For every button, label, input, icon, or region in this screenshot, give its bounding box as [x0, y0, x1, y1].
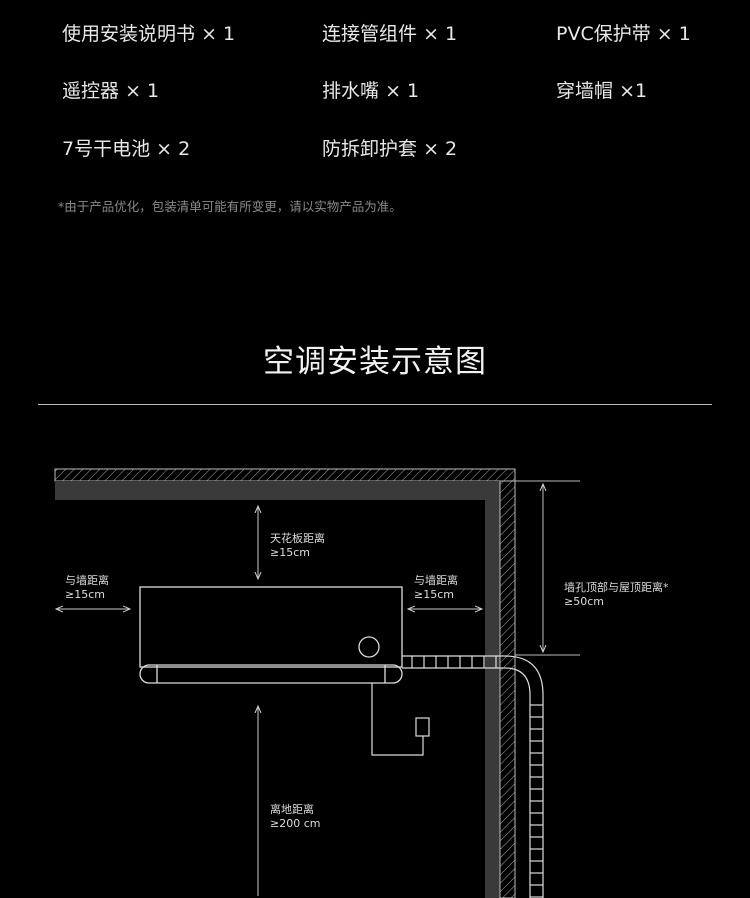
hole-dimension-line — [515, 480, 580, 656]
list-item: 排水嘴 × 1 — [322, 79, 419, 103]
power-socket-icon — [415, 717, 430, 737]
left-wall-clearance-label: 与墙距离≥15cm — [65, 574, 109, 602]
item-name: 7号干电池 — [62, 138, 151, 160]
label-name: 离地距离 — [270, 803, 314, 816]
item-qty: × 1 — [656, 23, 691, 45]
label-value: ≥15cm — [65, 588, 105, 601]
item-qty: × 2 — [156, 138, 191, 160]
list-item: 遥控器 × 1 — [62, 79, 159, 103]
hole-top-clearance-label: 墙孔顶部与屋顶距离*≥50cm — [564, 581, 669, 609]
item-name: 排水嘴 — [322, 80, 380, 102]
list-item: 防拆卸护套 × 2 — [322, 137, 457, 161]
list-item: 7号干电池 × 2 — [62, 137, 190, 161]
item-name: 遥控器 — [62, 80, 120, 102]
label-value: ≥50cm — [564, 595, 604, 608]
item-name: 连接管组件 — [322, 23, 418, 45]
list-item: PVC保护带 × 1 — [556, 22, 691, 46]
power-cord — [371, 683, 430, 756]
ceiling-clearance-label: 天花板距离≥15cm — [270, 532, 325, 560]
item-qty: × 1 — [125, 80, 160, 102]
item-name: 防拆卸护套 — [322, 138, 418, 160]
item-name: PVC保护带 — [556, 23, 651, 45]
label-name: 与墙距离 — [414, 574, 458, 587]
item-qty: × 1 — [201, 23, 236, 45]
item-qty: × 1 — [423, 23, 458, 45]
item-name: 使用安装说明书 — [62, 23, 196, 45]
divider — [38, 404, 712, 405]
item-qty: ×1 — [619, 80, 648, 102]
list-item: 穿墙帽 ×1 — [556, 79, 647, 103]
right-wall-clearance-label: 与墙距离≥15cm — [414, 574, 458, 602]
list-item: 使用安装说明书 × 1 — [62, 22, 235, 46]
clearance-arrows — [56, 506, 482, 896]
label-value: ≥200 cm — [270, 817, 321, 830]
label-name: 与墙距离 — [65, 574, 109, 587]
label-value: ≥15cm — [270, 546, 310, 559]
label-value: ≥15cm — [414, 588, 454, 601]
indoor-unit — [139, 586, 403, 684]
label-name: 墙孔顶部与屋顶距离* — [564, 581, 669, 594]
ceiling — [54, 468, 516, 500]
item-qty: × 1 — [385, 80, 420, 102]
list-item: 连接管组件 × 1 — [322, 22, 457, 46]
wall — [485, 480, 516, 898]
package-note: *由于产品优化，包装清单可能有所变更，请以实物产品为准。 — [58, 199, 402, 214]
indicator-icon — [358, 636, 380, 658]
item-qty: × 2 — [423, 138, 458, 160]
pipe — [402, 655, 544, 898]
item-name: 穿墙帽 — [556, 80, 614, 102]
floor-clearance-label: 离地距离≥200 cm — [270, 803, 320, 831]
label-name: 天花板距离 — [270, 532, 325, 545]
section-title: 空调安装示意图 — [263, 344, 487, 380]
